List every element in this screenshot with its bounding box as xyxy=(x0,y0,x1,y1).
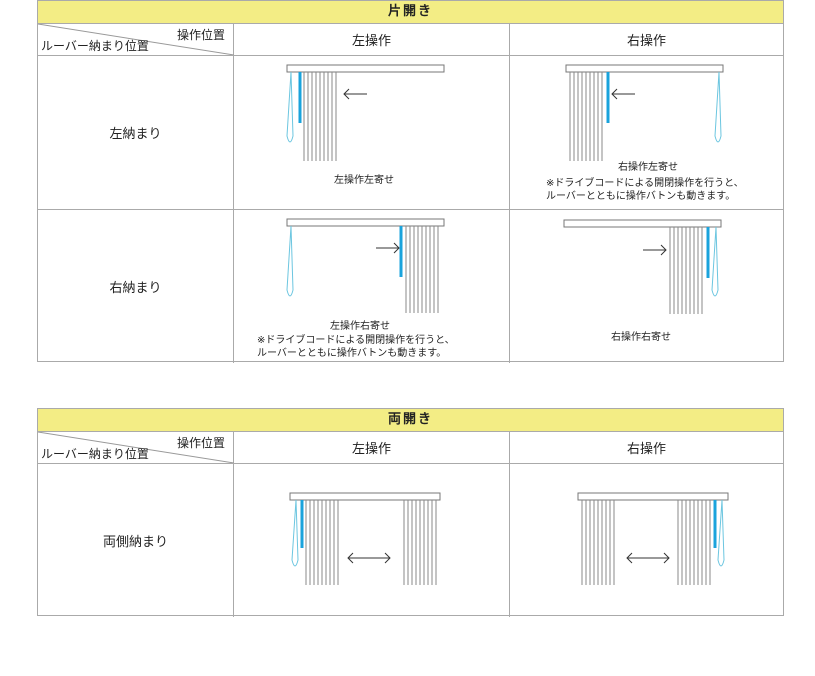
row-label: 両側納まり xyxy=(38,464,234,617)
double-open-table: 両開き 操作位置 ルーバー納まり位置 左操作 右操作 両側納まり xyxy=(37,408,784,617)
caption: 左操作右寄せ xyxy=(330,321,390,332)
caption: 右操作右寄せ xyxy=(611,332,671,343)
operation-position-label: 操作位置 xyxy=(176,436,225,450)
diagonal-line xyxy=(38,24,234,55)
header-row: 操作位置 ルーバー納まり位置 左操作 右操作 xyxy=(38,24,783,56)
diagram-left-op-both-gather xyxy=(234,464,510,617)
diagonal-line xyxy=(38,432,234,463)
row-right-gather: 右納まり 左操作右寄せ ※ドライブコードによる開閉操作を行うと、ルーバーとともに… xyxy=(38,210,783,363)
corner-header: 操作位置 ルーバー納まり位置 xyxy=(38,24,234,55)
operation-position-label: 操作位置 xyxy=(176,28,225,42)
note: ※ドライブコードによる開閉操作を行うと、ルーバーとともに操作バトンも動きます。 xyxy=(546,178,744,202)
single-open-table: 片開き 操作位置 ルーバー納まり位置 左操作 右操作 左納まり 左操作左寄せ 右… xyxy=(37,0,784,363)
louver-position-label: ルーバー納まり位置 xyxy=(41,39,149,53)
diagram-right-op-left-gather: 右操作左寄せ ※ドライブコードによる開閉操作を行うと、ルーバーとともに操作バトン… xyxy=(510,56,783,209)
caption: 右操作左寄せ xyxy=(618,162,678,173)
row-label: 右納まり xyxy=(38,210,234,363)
col-header-right: 右操作 xyxy=(626,34,666,49)
diagram-left-op-left-gather: 左操作左寄せ xyxy=(234,56,510,209)
note: ※ドライブコードによる開閉操作を行うと、ルーバーとともに操作バトンも動きます。 xyxy=(257,335,455,359)
table-title: 片開き xyxy=(38,1,783,24)
header-row: 操作位置 ルーバー納まり位置 左操作 右操作 xyxy=(38,432,783,464)
diagram-right-op-both-gather xyxy=(510,464,783,617)
row-left-gather: 左納まり 左操作左寄せ 右操作左寄せ ※ドライブコードによる開閉操作を行うと、ル… xyxy=(38,56,783,210)
caption: 左操作左寄せ xyxy=(334,175,394,186)
row-both-gather: 両側納まり xyxy=(38,464,783,617)
col-header-right: 右操作 xyxy=(626,442,666,457)
table-title: 両開き xyxy=(38,409,783,432)
row-label: 左納まり xyxy=(38,56,234,209)
diagram-left-op-right-gather: 左操作右寄せ ※ドライブコードによる開閉操作を行うと、ルーバーとともに操作バトン… xyxy=(234,210,510,363)
louver-position-label: ルーバー納まり位置 xyxy=(41,447,149,461)
diagram-right-op-right-gather: 右操作右寄せ xyxy=(510,210,783,363)
col-header-left: 左操作 xyxy=(234,432,510,463)
col-header-left: 左操作 xyxy=(234,24,510,55)
corner-header: 操作位置 ルーバー納まり位置 xyxy=(38,432,234,463)
